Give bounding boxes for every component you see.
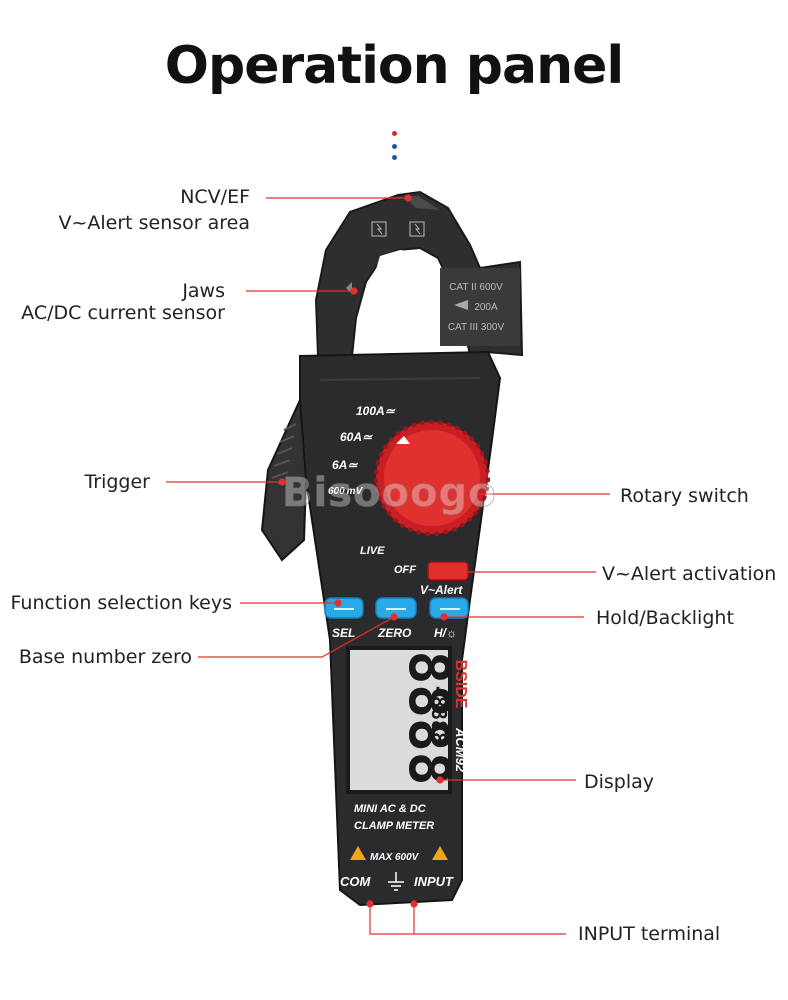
range-6a: 6A≃ [332,458,358,472]
label-base-zero: Base number zero [18,646,192,668]
ground-icon [388,872,404,891]
red-dot [392,131,397,136]
zero-label: ZERO [377,626,412,640]
blue-dot [392,144,397,149]
blue-dot [392,155,397,160]
valert-button [427,561,469,581]
range-100a: 100A≃ [356,404,396,418]
label-trigger: Trigger [84,471,150,493]
current-rating-text: 200A [474,302,498,313]
valert-label: V~Alert [420,583,463,597]
cat-ii-text: CAT II 600V [449,282,503,293]
page-title: Operation panel [164,36,624,96]
label-hold-backlight: Hold/Backlight [596,607,734,629]
label-rotary-switch: Rotary switch [620,485,749,507]
label-display: Display [584,771,655,793]
input-label: INPUT [414,874,454,889]
label-input-terminal: INPUT terminal [578,923,721,945]
label-function-keys: Function selection keys [10,592,232,614]
rotary-switch-knob [374,420,490,536]
model-text: ACM92 [453,727,468,773]
max-voltage-text: MAX 600V [370,852,420,863]
clamp-text: CLAMP METER [354,820,434,832]
brand-text: BSIDE [452,660,469,709]
hold-label: H/☼ [434,626,457,640]
label-jaws-line2: AC/DC current sensor [21,302,225,324]
off-label: OFF [394,564,416,576]
mini-text: MINI AC & DC [354,803,427,815]
lcd-main-digits: 8888 [396,651,461,786]
range-600mv: 600 mV [328,486,364,497]
warning-icon [350,846,366,860]
lcd-sub-digits: -8888 [427,684,451,744]
warning-icon [432,846,448,860]
range-60a: 60A≃ [340,430,373,444]
label-ncv-line1: NCV/EF [180,186,250,208]
watermark: Bisooogo [282,470,497,517]
com-label: COM [340,874,372,889]
label-ncv-line2: V~Alert sensor area [58,212,250,234]
sel-label: SEL [332,626,355,640]
leader-lines [166,194,610,935]
label-valert-activation: V~Alert activation [602,563,777,585]
cat-iii-text: CAT III 300V [448,322,505,333]
label-jaws-line1: Jaws [182,280,225,302]
lcd-display [350,650,448,790]
live-label: LIVE [360,545,385,557]
